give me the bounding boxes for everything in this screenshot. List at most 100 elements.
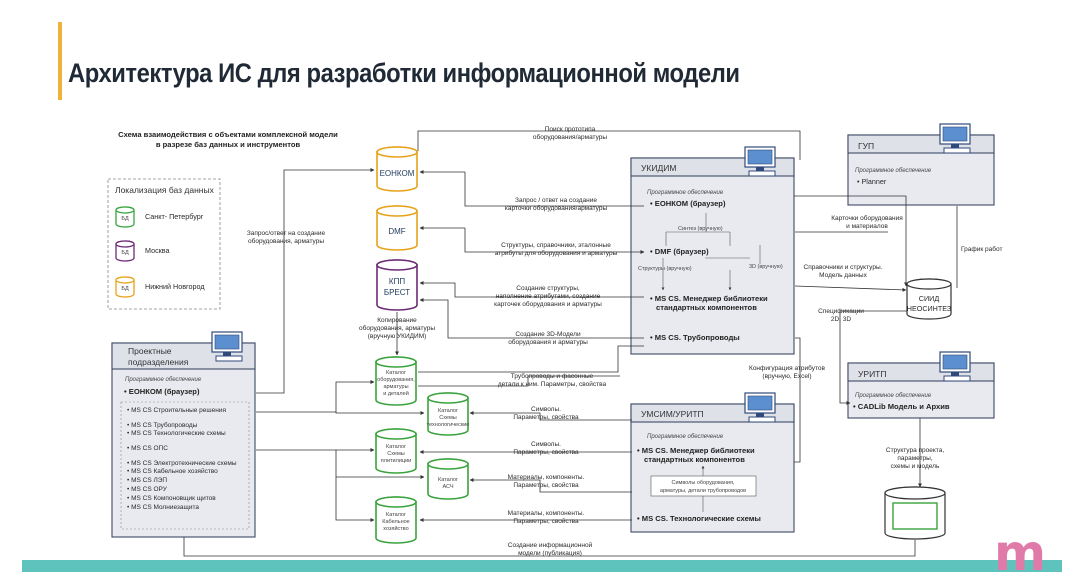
legend-badge: БД	[121, 250, 129, 256]
svg-text:хозяйство: хозяйство	[383, 525, 408, 532]
system-umsim-uritp: УМСИМ/УРИТП Программное обеспечение • MS…	[630, 392, 795, 533]
umsim-item-lib: • MS CS. Менеджер библиотеки	[637, 446, 755, 455]
svg-text:Символы оборудования,: Символы оборудования,	[672, 480, 735, 486]
catalog-asch: Каталог АСЧ	[427, 458, 469, 500]
computer-icon	[211, 331, 243, 362]
connectors	[183, 130, 958, 557]
catalog-tech-schemes: Каталог Схемы технологические	[427, 392, 470, 436]
catalog-cable: Каталог Кабельное хозяйство	[375, 496, 417, 544]
svg-text:Программное обеспечение: Программное обеспечение	[647, 434, 724, 440]
svg-text:наполнение атрибутами, создани: наполнение атрибутами, создание	[496, 292, 601, 300]
svg-text:Справочники и структуры.: Справочники и структуры.	[804, 264, 883, 271]
flow-labels: Поиск прототипа оборудования/арматуры За…	[247, 126, 1003, 557]
svg-text:Структура проекта,: Структура проекта,	[886, 447, 944, 454]
svg-text:Материалы, компоненты.: Материалы, компоненты.	[508, 474, 585, 481]
svg-text:• MS CS Технологические схемы: • MS CS Технологические схемы	[127, 430, 226, 437]
db-eonkom-label: ЕОНКОМ	[380, 169, 415, 178]
svg-text:и деталей: и деталей	[383, 390, 409, 397]
svg-text:• MS CS ОРУ: • MS CS ОРУ	[127, 486, 168, 493]
title-accent-bar	[58, 22, 62, 100]
svg-text:Копирование: Копирование	[377, 317, 417, 324]
proj-item-eonkom: • ЕОНКОМ (браузер)	[124, 387, 200, 396]
svg-text:плитилиции: плитилиции	[381, 458, 411, 464]
system-gup: ГУП Программное обеспечение • Planner	[847, 123, 995, 206]
svg-text:Конфигурация атрибутов: Конфигурация атрибутов	[749, 364, 825, 372]
svg-text:модели (публикация): модели (публикация)	[518, 549, 582, 557]
db-dmf: DMF	[376, 205, 418, 251]
svg-text:атрибуты для оборудования и ар: атрибуты для оборудования и арматуры	[495, 249, 618, 257]
proj-title-1: Проектные	[128, 346, 172, 356]
scheme-caption-line2: в разрезе баз данных и инструментов	[156, 140, 301, 149]
svg-text:технологические: технологические	[427, 422, 470, 428]
svg-text:Параметры, свойства: Параметры, свойства	[513, 517, 579, 525]
svg-text:стандартных компонентов: стандартных компонентов	[644, 455, 745, 464]
legend-badge: БД	[121, 286, 129, 292]
system-ukidim: УКИДИМ Программное обеспечение • ЕОНКОМ …	[630, 146, 795, 355]
footer-band	[22, 560, 1062, 572]
svg-text:оборудования и арматуры: оборудования и арматуры	[508, 338, 588, 346]
ukidim-item-eonkom: • ЕОНКОМ (браузер)	[650, 199, 726, 208]
ukidim-item-dmf: • DMF (браузер)	[650, 247, 709, 256]
svg-text:НЕОСИНТЕЗ: НЕОСИНТЕЗ	[907, 304, 952, 313]
proj-title-2: подразделения	[128, 357, 189, 367]
svg-text:Каталог: Каталог	[386, 512, 406, 518]
svg-text:Каталог: Каталог	[438, 477, 458, 483]
legend-title: Локализация баз данных	[115, 185, 215, 195]
system-project-departments: Проектные подразделения Программное обес…	[111, 331, 256, 538]
legend-label-nn: Нижний Новгород	[145, 282, 205, 291]
db-kpp-label-2: БРЕСТ	[384, 288, 410, 297]
legend: Локализация баз данных БД Санкт- Петербу…	[107, 178, 221, 310]
svg-text:• MS CS Кабельное хозяйство: • MS CS Кабельное хозяйство	[127, 467, 218, 475]
svg-text:оборудования,: оборудования,	[377, 377, 415, 383]
gup-title: ГУП	[858, 141, 874, 151]
svg-text:Каталог: Каталог	[386, 370, 406, 376]
svg-text:• MS CS Компоновщик щитов: • MS CS Компоновщик щитов	[127, 495, 216, 502]
legend-badge: БД	[121, 216, 129, 222]
svg-text:• MS CS Электротехнические схе: • MS CS Электротехнические схемы	[127, 460, 237, 467]
svg-text:• MS CS ЛЭП: • MS CS ЛЭП	[127, 477, 167, 484]
svg-text:параметры,: параметры,	[897, 455, 932, 462]
svg-text:карточек оборудования и армату: карточек оборудования и арматуры	[494, 300, 602, 308]
svg-text:Символы.: Символы.	[531, 441, 561, 448]
svg-text:оборудования, арматуры: оборудования, арматуры	[248, 237, 324, 245]
computer-icon	[744, 392, 776, 423]
svg-text:Спецификации: Спецификации	[818, 308, 864, 315]
svg-text:• MS CS Трубопроводы: • MS CS Трубопроводы	[127, 421, 198, 429]
svg-text:Создание структуры,: Создание структуры,	[516, 285, 580, 292]
scheme-caption-line1: Схема взаимодействия с объектами комплек…	[118, 130, 338, 139]
ukidim-item-mscs-lib: • MS CS. Менеджер библиотеки	[650, 294, 768, 303]
svg-text:оборудования/арматуры: оборудования/арматуры	[533, 133, 607, 141]
computer-icon	[744, 146, 776, 177]
svg-text:карточки оборудования/арматуры: карточки оборудования/арматуры	[505, 204, 608, 212]
svg-text:(вручную УКИДИМ): (вручную УКИДИМ)	[368, 333, 427, 340]
svg-text:Структуры, справочники, эталон: Структуры, справочники, эталонные	[501, 242, 611, 249]
svg-text:Программное обеспечение: Программное обеспечение	[855, 393, 932, 399]
svg-text:Схемы: Схемы	[439, 415, 457, 421]
uritp-item-cadlib: • CADLib Модель и Архив	[853, 402, 950, 411]
svg-text:• MS CS Молниезащита: • MS CS Молниезащита	[127, 504, 199, 511]
catalog-schemes: Каталог Схемы плитилиции	[375, 428, 417, 474]
system-uritp: УРИТП Программное обеспечение • CADLib М…	[847, 351, 995, 419]
svg-text:Программное обеспечение: Программное обеспечение	[855, 168, 932, 174]
legend-item-moscow: БД Москва	[115, 240, 170, 262]
svg-text:Параметры, свойства: Параметры, свойства	[513, 481, 579, 489]
svg-text:Программное обеспечение: Программное обеспечение	[125, 377, 202, 383]
svg-text:Запрос/ответ на создание: Запрос/ответ на создание	[247, 230, 326, 237]
legend-label-spb: Санкт- Петербург	[145, 212, 204, 221]
gup-item-planner: • Planner	[857, 177, 887, 186]
ukidim-title: УКИДИМ	[641, 163, 676, 173]
svg-text:Структуры (вручную): Структуры (вручную)	[638, 266, 692, 272]
svg-text:Запрос / ответ на создание: Запрос / ответ на создание	[515, 197, 597, 204]
svg-text:• MS CS Строительные решения: • MS CS Строительные решения	[127, 407, 226, 414]
db-kpp-label-1: КПП	[389, 277, 405, 286]
svg-text:Каталог: Каталог	[386, 444, 406, 450]
svg-text:АСЧ: АСЧ	[442, 484, 453, 490]
svg-text:арматуры, детали трубопроводов: арматуры, детали трубопроводов	[660, 488, 746, 494]
legend-item-spb: БД Санкт- Петербург	[115, 206, 204, 228]
ukidim-item-pipes: • MS CS. Трубопроводы	[650, 333, 740, 342]
db-eonkom: ЕОНКОМ	[376, 146, 418, 192]
svg-text:Символы.: Символы.	[531, 406, 561, 413]
svg-text:арматуры: арматуры	[383, 384, 408, 390]
svg-text:Создание информационной: Создание информационной	[508, 541, 593, 549]
